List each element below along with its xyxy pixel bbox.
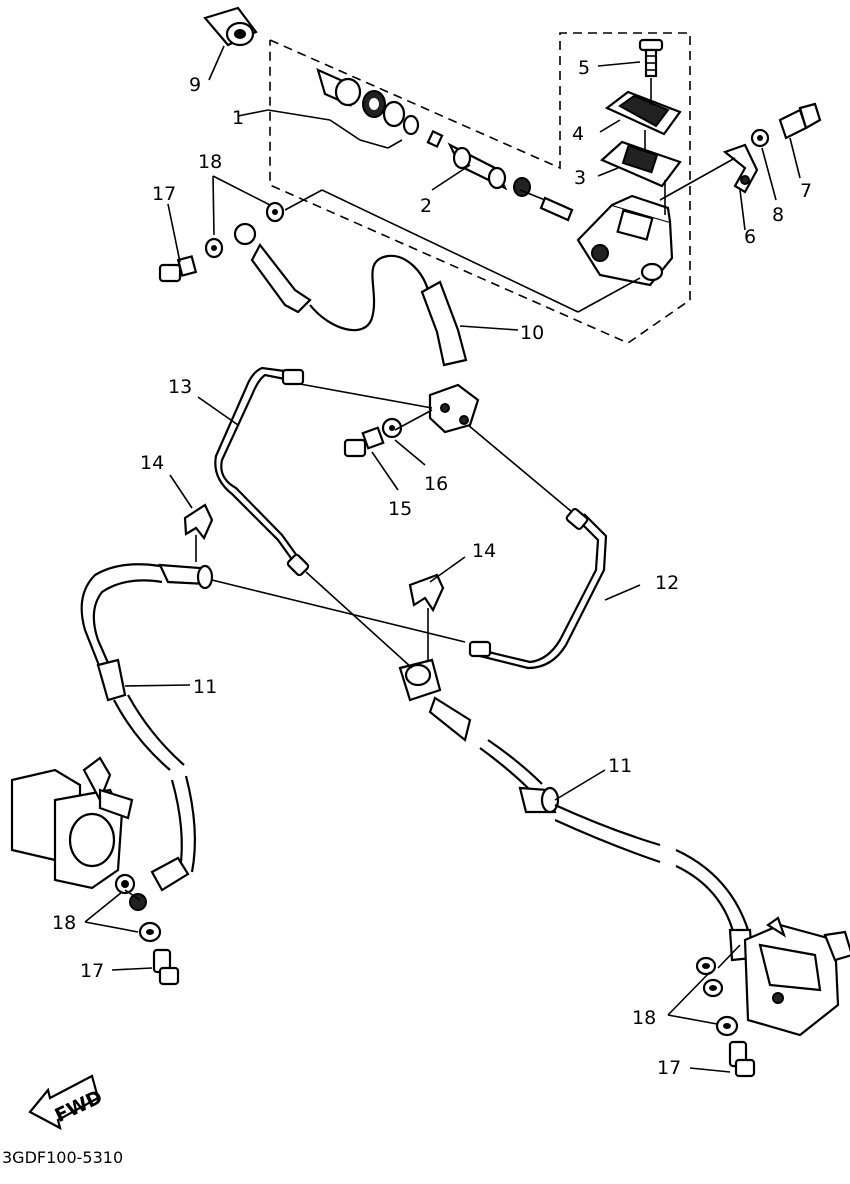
callout-7: 7 (800, 180, 812, 202)
leader-lines (84, 45, 801, 1073)
callout-14-left: 14 (140, 452, 164, 474)
master-cylinder-piston-kit (316, 68, 574, 222)
callout-18-left: 18 (52, 912, 76, 934)
part-18-washer-left (138, 921, 162, 943)
part-18-washers-top (204, 201, 285, 259)
part-16-washer (381, 417, 403, 439)
part-8-washer (750, 128, 770, 148)
part-4-reservoir-cap (604, 90, 682, 136)
callout-10: 10 (520, 322, 544, 344)
callout-17-top: 17 (152, 183, 176, 205)
diagram-code: 3GDF100-5310 (2, 1148, 123, 1167)
part-6-holder (722, 143, 759, 194)
part-18-washers-right (695, 956, 739, 1037)
three-way-joint (428, 383, 480, 434)
callout-3: 3 (574, 167, 586, 189)
part-13-brake-pipe (214, 366, 310, 577)
part-11-brake-hose-left (80, 563, 214, 911)
master-cylinder-assembly-outline (269, 32, 691, 344)
part-9-boot (203, 6, 258, 47)
callout-labels: 1 2 3 4 5 6 7 8 9 10 11 11 12 13 14 14 1… (52, 57, 812, 1079)
part-15-bolt (343, 426, 385, 458)
part-17-union-bolt-left (152, 948, 180, 986)
assembly-lines (124, 78, 741, 969)
master-cylinder-body (576, 194, 674, 287)
callout-2: 2 (420, 195, 432, 217)
part-3-diaphragm (599, 140, 682, 188)
callout-15: 15 (388, 498, 412, 520)
callout-11-right: 11 (608, 755, 632, 777)
part-10-brake-hose (233, 222, 468, 367)
left-caliper (10, 756, 136, 895)
fwd-arrow: FWD (28, 1074, 106, 1131)
callout-13: 13 (168, 376, 192, 398)
part-14-bracket-right (408, 573, 445, 613)
callout-18-top: 18 (198, 151, 222, 173)
callout-12: 12 (655, 572, 679, 594)
part-5-screw (638, 38, 664, 78)
callout-11-left: 11 (193, 676, 217, 698)
right-caliper (743, 916, 850, 1037)
callout-14-right: 14 (472, 540, 496, 562)
part-14-bracket-left (183, 503, 214, 541)
part-12-brake-pipe (468, 507, 608, 670)
callout-17-right: 17 (657, 1057, 681, 1079)
callout-17-left: 17 (80, 960, 104, 982)
callout-6: 6 (744, 226, 756, 248)
callout-5: 5 (578, 57, 590, 79)
part-17-union-bolt-top (158, 255, 198, 283)
callout-18-right: 18 (632, 1007, 656, 1029)
part-7-bolt (778, 102, 822, 140)
part-11-brake-hose-right (398, 658, 754, 962)
callout-8: 8 (772, 204, 784, 226)
part-17-union-bolt-right (728, 1040, 756, 1078)
callout-16: 16 (424, 473, 448, 495)
callout-9: 9 (189, 74, 201, 96)
callout-1: 1 (232, 107, 244, 129)
callout-4: 4 (572, 123, 584, 145)
